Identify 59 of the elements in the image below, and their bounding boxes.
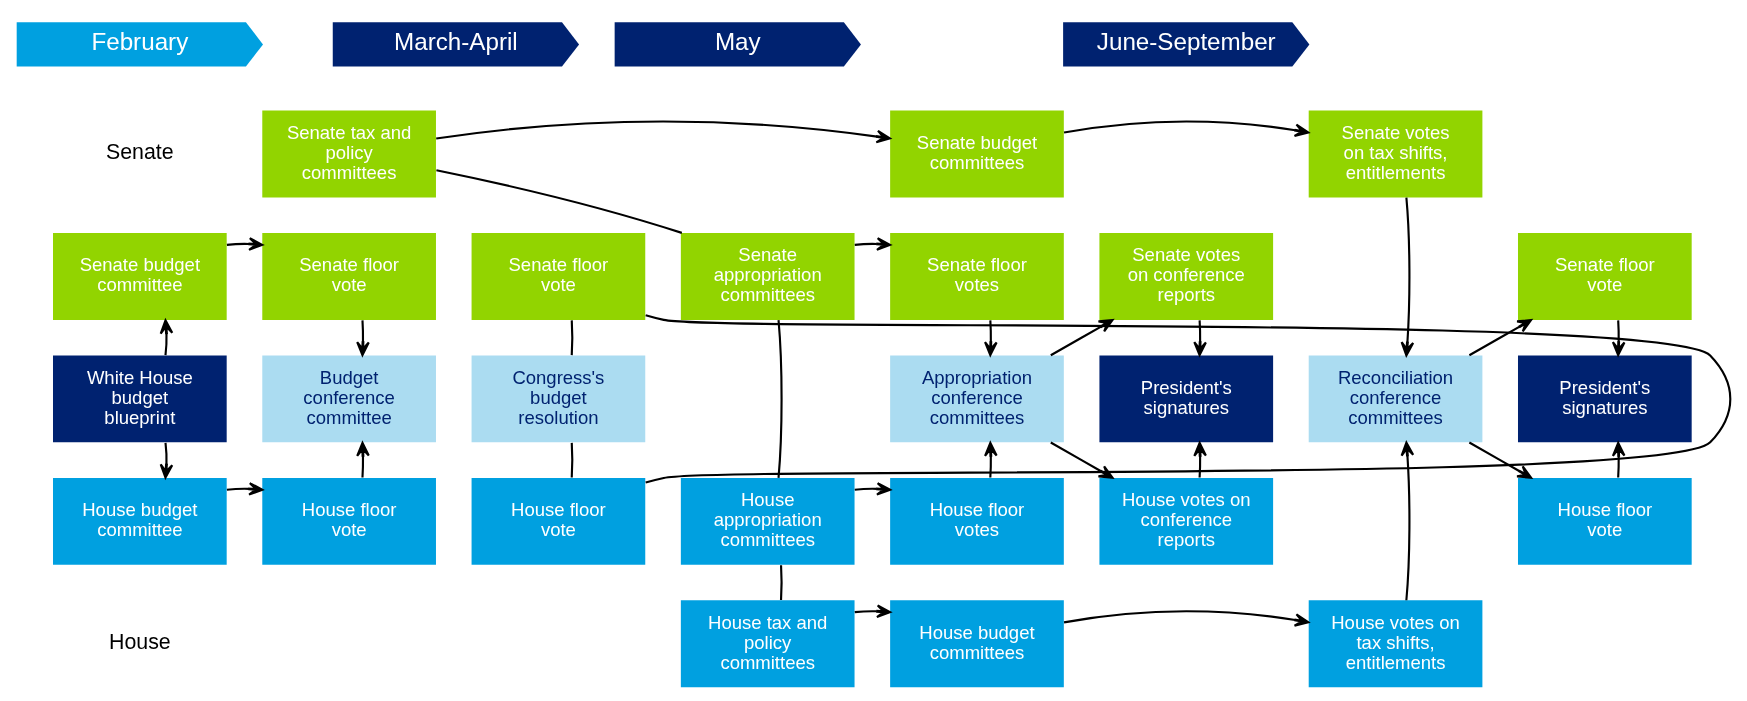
node-box: Reconciliation conference committees bbox=[1308, 355, 1483, 443]
node-box: Senate votes on conference reports bbox=[1099, 233, 1274, 320]
node-box: House tax and policy committees bbox=[680, 600, 855, 688]
arrow bbox=[1050, 441, 1114, 479]
node-box: House floor votes bbox=[890, 477, 1064, 565]
node-box: Senate votes on tax shifts, entitlements bbox=[1308, 110, 1483, 198]
arrow bbox=[159, 319, 174, 356]
arrow bbox=[1400, 197, 1415, 357]
arrow bbox=[1611, 441, 1626, 478]
arrow bbox=[226, 237, 264, 251]
arrow bbox=[1468, 441, 1533, 479]
arrow bbox=[159, 442, 174, 479]
node-box: House budget committees bbox=[890, 600, 1064, 688]
node-box: Congress's budget resolution bbox=[471, 355, 646, 443]
arrow bbox=[854, 482, 892, 496]
arrow bbox=[1063, 610, 1310, 627]
connector bbox=[570, 320, 574, 356]
node-box: Senate appropriation committees bbox=[680, 233, 855, 320]
arrow bbox=[356, 320, 370, 357]
node-box: House budget committee bbox=[53, 477, 227, 565]
connector bbox=[645, 314, 1730, 484]
arrow bbox=[854, 237, 892, 251]
node-box: House floor vote bbox=[1518, 477, 1692, 565]
node-box: Senate floor vote bbox=[262, 233, 436, 320]
node-box: Budget conference committee bbox=[262, 355, 436, 443]
node-box: Senate budget committees bbox=[890, 110, 1064, 198]
arrow bbox=[1050, 319, 1114, 357]
node-box: Senate floor vote bbox=[1518, 233, 1692, 320]
node-box: House floor vote bbox=[262, 477, 436, 565]
node-box: Senate budget committee bbox=[53, 233, 227, 320]
arrow bbox=[1611, 320, 1626, 357]
node-box: House votes on tax shifts, entitlements bbox=[1308, 600, 1483, 688]
arrow bbox=[1193, 320, 1207, 357]
arrow bbox=[1468, 319, 1533, 357]
connector bbox=[436, 169, 683, 234]
arrow bbox=[436, 120, 891, 144]
connector bbox=[570, 442, 574, 478]
arrow bbox=[1193, 441, 1207, 478]
arrow bbox=[356, 441, 370, 478]
node-box: White House budget blueprint bbox=[53, 355, 227, 443]
connector bbox=[779, 565, 783, 601]
node-box: House votes on conference reports bbox=[1099, 477, 1274, 565]
arrow bbox=[1063, 120, 1310, 138]
node-box: President's signatures bbox=[1518, 355, 1692, 443]
node-box: Appropriation conference committees bbox=[890, 355, 1064, 443]
node-box: House appropriation committees bbox=[680, 477, 855, 565]
arrow bbox=[854, 604, 892, 619]
arrow bbox=[226, 482, 264, 496]
arrow bbox=[1400, 441, 1415, 601]
node-box: House floor vote bbox=[471, 477, 646, 565]
connector bbox=[777, 319, 783, 478]
label: Senate bbox=[106, 140, 174, 165]
node-box: Senate floor votes bbox=[890, 233, 1064, 320]
node-box: Senate tax and policy committees bbox=[262, 110, 436, 198]
arrow bbox=[983, 320, 998, 357]
label: House bbox=[108, 629, 171, 654]
arrow bbox=[984, 441, 998, 478]
node-box: President's signatures bbox=[1099, 355, 1274, 443]
node-box: Senate floor vote bbox=[471, 233, 646, 320]
